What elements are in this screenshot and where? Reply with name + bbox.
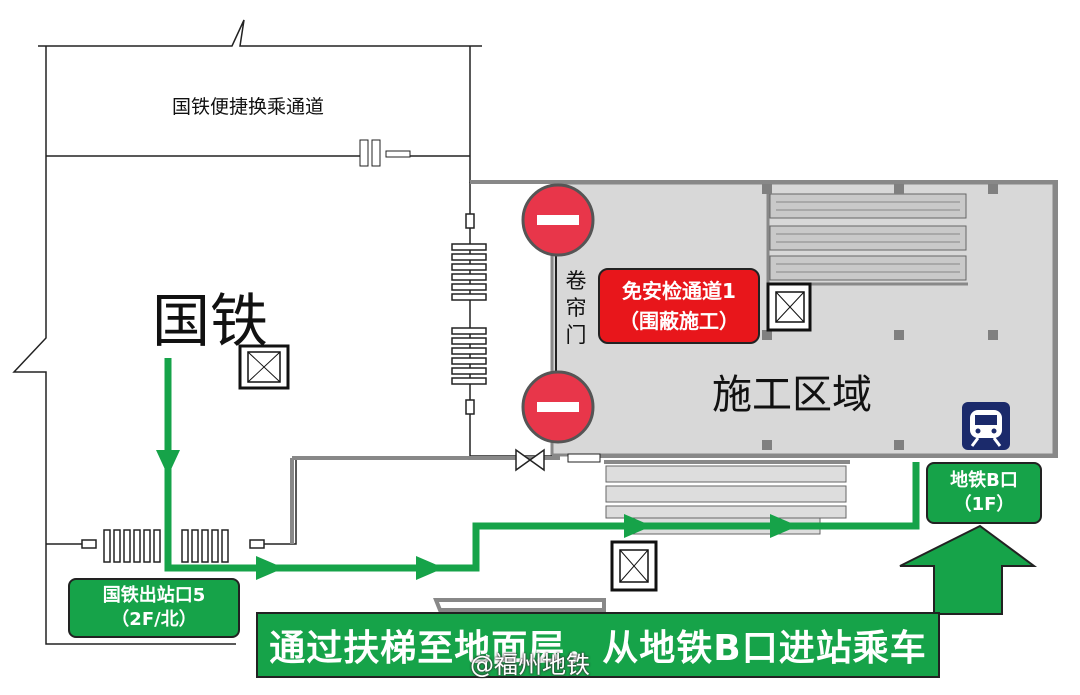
route-path <box>164 358 920 572</box>
construction-zone-label: 施工区域 <box>712 372 872 418</box>
metro-exit-b-line2: （1F） <box>953 494 1015 515</box>
turnstile-icon-horizontal <box>81 529 265 563</box>
metro-exit-b-box: 地铁B口 （1F） <box>926 462 1042 524</box>
no-entry-icon <box>521 370 595 444</box>
route-arrows <box>156 450 798 580</box>
valve-icon <box>515 448 545 472</box>
elevator-icon <box>766 282 812 332</box>
rail-exit-5-line1: 国铁出站口5 <box>102 585 206 606</box>
no-security-channel-box: 免安检通道1 （围蔽施工） <box>598 268 760 344</box>
metro-exit-b-line1: 地铁B口 <box>950 470 1018 491</box>
watermark: @福州地铁 <box>470 651 590 679</box>
instruction-banner: 通过扶梯至地面层，从地铁B口进站乘车 <box>256 612 940 678</box>
gate-icon <box>567 453 601 463</box>
elevator-icon <box>238 344 290 390</box>
gray-walls <box>290 180 1058 612</box>
rail-exit-5-box: 国铁出站口5 （2F/北） <box>68 578 240 638</box>
no-entry-icon <box>521 183 595 257</box>
no-security-channel-line1: 免安检通道1 <box>622 279 736 303</box>
transfer-passage-label: 国铁便捷换乘通道 <box>172 96 325 118</box>
escalator-icon-upper <box>766 186 968 286</box>
elevator-icon <box>610 540 658 592</box>
rolling-shutter-label: 卷帘门 <box>565 269 587 347</box>
up-arrow-icon <box>899 524 1038 615</box>
columns <box>762 184 998 450</box>
rail-exit-5-line2: （2F/北） <box>111 609 197 630</box>
door-icon <box>359 139 411 167</box>
escalator-steps-upper <box>776 201 960 273</box>
turnstile-icon-vertical <box>451 213 487 415</box>
no-security-channel-line2: （围蔽施工） <box>619 309 739 333</box>
metro-train-icon <box>962 402 1010 450</box>
national-rail-label: 国铁 <box>152 287 269 355</box>
